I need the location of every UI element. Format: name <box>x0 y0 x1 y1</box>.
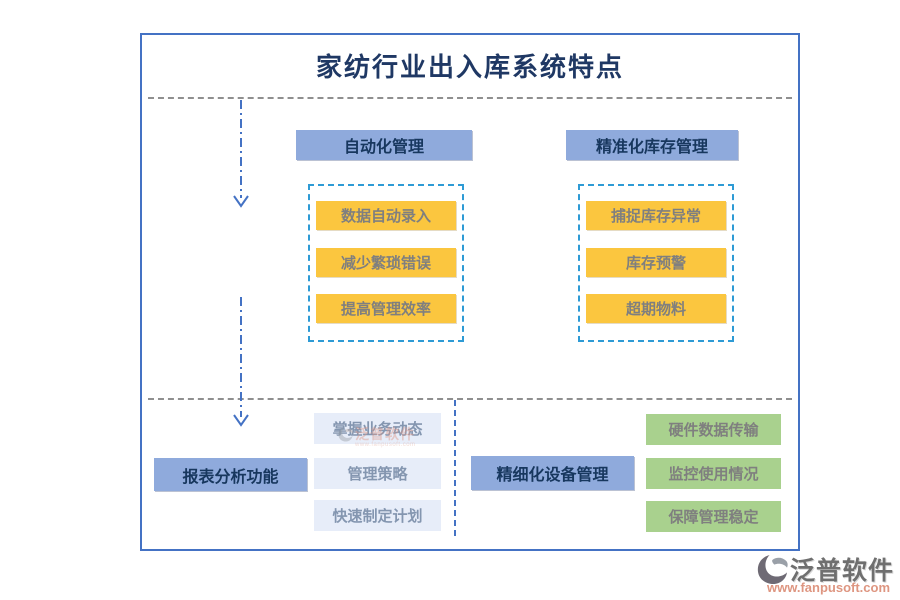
feature-item: 减少繁琐错误 <box>316 248 456 277</box>
diagram-frame: 家纺行业出入库系统特点 自动化管理 精准化库存管理 数据自动录入 减少繁琐错误 … <box>140 33 800 551</box>
feature-item: 保障管理稳定 <box>646 501 781 532</box>
fanpu-brand: 泛普软件 www.fanpusoft.com <box>757 551 897 597</box>
feature-item: 监控使用情况 <box>646 458 781 489</box>
feature-item: 提高管理效率 <box>316 294 456 323</box>
automation-items-group: 数据自动录入 减少繁琐错误 提高管理效率 <box>308 184 464 342</box>
brand-name: 泛普软件 <box>790 558 895 585</box>
feature-item: 超期物料 <box>586 294 726 323</box>
feature-item: 捕捉库存异常 <box>586 201 726 230</box>
feature-item: 掌握业务动态 <box>314 413 441 444</box>
header-precise-inventory-management: 精准化库存管理 <box>566 130 738 160</box>
arrow-down-icon <box>233 297 249 427</box>
header-automation-management: 自动化管理 <box>296 130 472 160</box>
header-report-analysis: 报表分析功能 <box>154 458 307 491</box>
feature-item: 数据自动录入 <box>316 201 456 230</box>
feature-item: 库存预警 <box>586 248 726 277</box>
feature-item: 硬件数据传输 <box>646 414 781 445</box>
feature-item: 快速制定计划 <box>314 500 441 531</box>
header-refined-equipment-management: 精细化设备管理 <box>471 456 634 490</box>
page-title: 家纺行业出入库系统特点 <box>315 53 624 82</box>
inventory-items-group: 捕捉库存异常 库存预警 超期物料 <box>578 184 734 342</box>
brand-website: www.fanpusoft.com <box>767 580 891 595</box>
bottom-dashed-divider <box>148 398 792 400</box>
feature-item: 管理策略 <box>314 458 441 489</box>
top-dashed-divider <box>148 97 792 99</box>
arrow-down-icon <box>233 100 249 208</box>
vertical-dashed-divider <box>454 400 456 536</box>
fanpu-logo-icon <box>757 554 788 585</box>
